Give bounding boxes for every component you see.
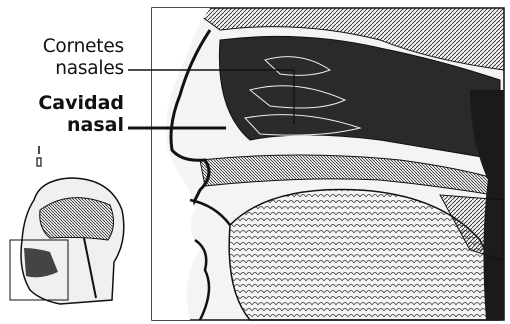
label-cavidad-nasal: Cavidad nasal [20,92,124,136]
label-cornetes-nasales: Cornetes nasales [20,36,124,80]
cornetes-line1: Cornetes [20,36,124,58]
tiny-margin-mark [36,146,42,168]
cavidad-line2: nasal [20,114,124,136]
cornetes-line2: nasales [20,58,124,80]
cavidad-line1: Cavidad [20,92,124,114]
head-inset-illustration [10,178,124,304]
nasal-cross-section-illustration [152,8,504,320]
